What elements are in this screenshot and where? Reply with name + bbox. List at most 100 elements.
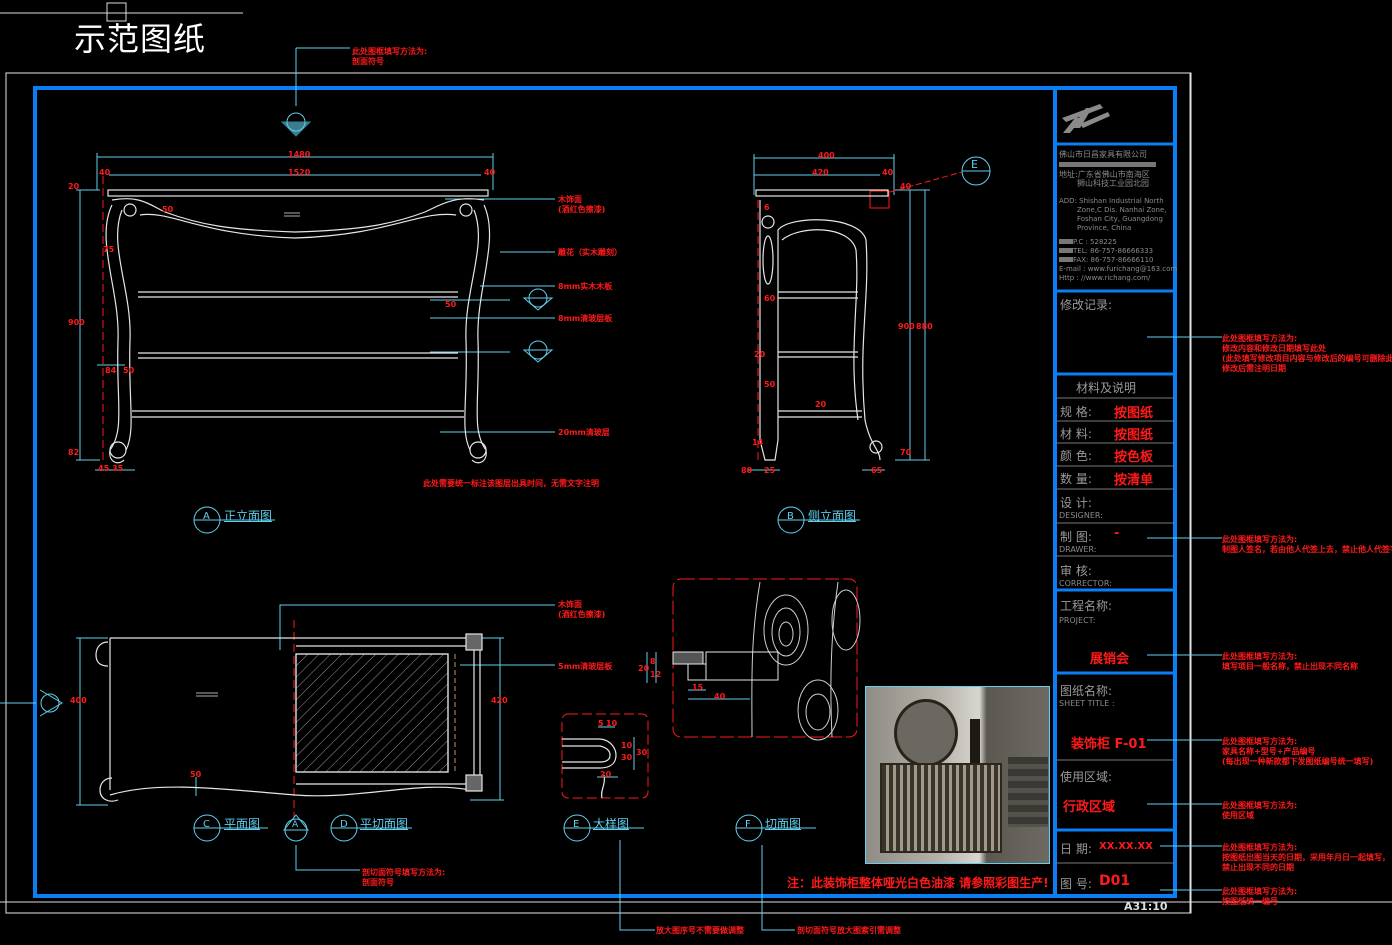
production-note: 注：此装饰柜整体哑光白色油漆 请参照彩图生产! bbox=[787, 876, 1049, 890]
side-note-number: 此处图框填写方法为: 按图纸统一编号 bbox=[1222, 887, 1298, 906]
dim-front-ornament: 50 bbox=[162, 205, 174, 214]
scale-label: A31:10 bbox=[1124, 900, 1168, 913]
dim-f-d: 15 bbox=[692, 683, 704, 692]
address-en: ADD: Shishan Industrial North Zone,C Dis… bbox=[1059, 197, 1167, 232]
dim-front-inner: 1520 bbox=[288, 168, 311, 177]
side-note-sheet: 此处图框填写方法为: 家具名称+型号+产品编号 (每出现一种新款都下发图纸编号统… bbox=[1222, 737, 1374, 766]
stairs-shape bbox=[1008, 757, 1048, 827]
callout-8mm-wood: 8mm实木木板 bbox=[558, 282, 613, 291]
area-label: 使用区域: bbox=[1060, 770, 1113, 784]
view-e-label: 大样图 bbox=[593, 817, 630, 831]
console-side-elevation bbox=[755, 189, 889, 461]
dim-f-a: 20 bbox=[638, 664, 650, 673]
dim-front-top-gap: 40 bbox=[484, 168, 496, 177]
view-d-label: 平切面图 bbox=[360, 817, 409, 831]
drawer-label: 制 图: bbox=[1060, 530, 1092, 544]
dim-side-h1: 900 bbox=[898, 322, 915, 331]
drawing-frame bbox=[33, 86, 1177, 898]
corrector-en: CORRECTOR: bbox=[1059, 579, 1112, 588]
console-front-elevation bbox=[105, 189, 491, 464]
dim-plan-depth-right: 420 bbox=[491, 696, 508, 705]
callout-plan-glass: 5mm清玻层板 bbox=[558, 662, 613, 671]
address-block: 地址:广东省佛山市南海区 狮山科技工业园北园 bbox=[1059, 170, 1150, 188]
side-note-project: 此处图框填写方法为: 填写项目一般名称，禁止出现不同名称 bbox=[1222, 652, 1358, 671]
view-marker-circles bbox=[193, 506, 860, 931]
view-a-label: 正立面图 bbox=[224, 509, 273, 523]
view-a-letter: A bbox=[203, 511, 210, 522]
callout-wood-veneer: 木饰面 (酒红色擦漆) bbox=[558, 195, 606, 214]
console-plan-view bbox=[95, 633, 483, 802]
view-f-letter: F bbox=[745, 819, 751, 830]
dim-side-shelf-a: 20 bbox=[754, 350, 766, 359]
dim-e-b: 10 bbox=[606, 719, 618, 728]
redacted-bar bbox=[1059, 162, 1156, 167]
dim-front-shelf: 50 bbox=[445, 300, 457, 309]
dim-side-top: 40 bbox=[900, 182, 912, 191]
dim-e-d: 30 bbox=[621, 753, 633, 762]
callout-plan-veneer: 木饰面 (酒红色擦漆) bbox=[558, 600, 606, 619]
dim-side-overall: 400 bbox=[818, 151, 835, 160]
dim-front-shelf-gap1: 84 bbox=[105, 366, 117, 375]
section-index-note: 剖切面符号放大图索引需调整 bbox=[797, 926, 901, 935]
sheet-value: 装饰柜 F-01 bbox=[1071, 737, 1147, 752]
dim-side-h2: 880 bbox=[916, 322, 933, 331]
project-value: 展销会 bbox=[1090, 652, 1130, 667]
view-d-letter: D bbox=[340, 819, 348, 830]
number-label: 图 号: bbox=[1060, 877, 1092, 891]
candlestick-shape bbox=[970, 719, 980, 763]
section-a-marker: A bbox=[292, 820, 299, 830]
mirror-shape bbox=[894, 699, 958, 767]
dim-side-left-top: 6 bbox=[764, 203, 770, 212]
detail-note: 放大图序号不需要做调整 bbox=[656, 926, 744, 935]
area-value: 行政区域 bbox=[1063, 800, 1116, 815]
project-label: 工程名称: bbox=[1060, 599, 1113, 613]
bottom-section-note: 剖切面符号填写方法为: 剖面符号 bbox=[362, 868, 446, 887]
date-label: 日 期: bbox=[1060, 842, 1092, 856]
spec-value: 按图纸 bbox=[1114, 406, 1154, 421]
dim-e-c: 10 bbox=[621, 741, 633, 750]
dim-f-c: 12 bbox=[650, 670, 662, 679]
view-b-label: 侧立面图 bbox=[808, 509, 857, 523]
dim-front-foot-a: 45 bbox=[98, 464, 110, 473]
quantity-label: 数 量: bbox=[1060, 472, 1092, 486]
sheet-label: 图纸名称: bbox=[1060, 684, 1113, 698]
number-value: D01 bbox=[1099, 873, 1131, 889]
spec-label: 规 格: bbox=[1060, 405, 1092, 419]
view-c-letter: C bbox=[203, 819, 210, 830]
dim-front-foot: 82 bbox=[68, 448, 80, 457]
view-e-letter: E bbox=[573, 819, 580, 830]
dim-side-right: 40 bbox=[882, 168, 894, 177]
dim-side-foot-m: 25 bbox=[764, 466, 776, 475]
dim-e-e: 30 bbox=[636, 748, 648, 757]
side-note-area: 此处图框填写方法为: 使用区域 bbox=[1222, 801, 1298, 820]
detail-e-marker: E bbox=[971, 158, 978, 171]
dim-front-foot-b: 35 bbox=[112, 464, 124, 473]
dim-side-inner: 420 bbox=[812, 168, 829, 177]
drawer-en: DRAWER: bbox=[1059, 545, 1097, 554]
view-c-label: 平面图 bbox=[224, 817, 261, 831]
sheet-en: SHEET TITLE : bbox=[1059, 699, 1115, 708]
dim-plan-bottom: 50 bbox=[190, 770, 202, 779]
callout-20mm-glass: 20mm清玻层 bbox=[558, 428, 610, 437]
drawer-value: - bbox=[1114, 526, 1120, 541]
dim-front-thick: 20 bbox=[68, 182, 80, 191]
date-value: XX.XX.XX bbox=[1099, 841, 1153, 852]
color-label: 颜 色: bbox=[1060, 449, 1092, 463]
material-value: 按图纸 bbox=[1114, 428, 1154, 443]
dim-front-left-gap: 40 bbox=[99, 168, 111, 177]
corrector-label: 审 核: bbox=[1060, 564, 1092, 578]
section-note: 此处图框填写方法为: 剖面符号 bbox=[352, 47, 428, 66]
revision-label: 修改记录: bbox=[1060, 298, 1113, 312]
designer-en: DESIGNER: bbox=[1059, 511, 1103, 520]
company-logo-icon bbox=[1062, 104, 1110, 133]
dim-side-foot-l: 80 bbox=[741, 466, 753, 475]
dim-front-leg: 75 bbox=[103, 245, 115, 254]
materials-header: 材料及说明 bbox=[1076, 381, 1137, 395]
company-name: 佛山市日昌家具有限公司 bbox=[1059, 150, 1147, 159]
drawing-title: 示范图纸 bbox=[74, 20, 207, 58]
dim-front-overall: 1480 bbox=[288, 150, 311, 159]
dim-side-shelf-b: 50 bbox=[764, 380, 776, 389]
reference-photo bbox=[865, 686, 1050, 864]
project-en: PROJECT: bbox=[1059, 616, 1096, 625]
